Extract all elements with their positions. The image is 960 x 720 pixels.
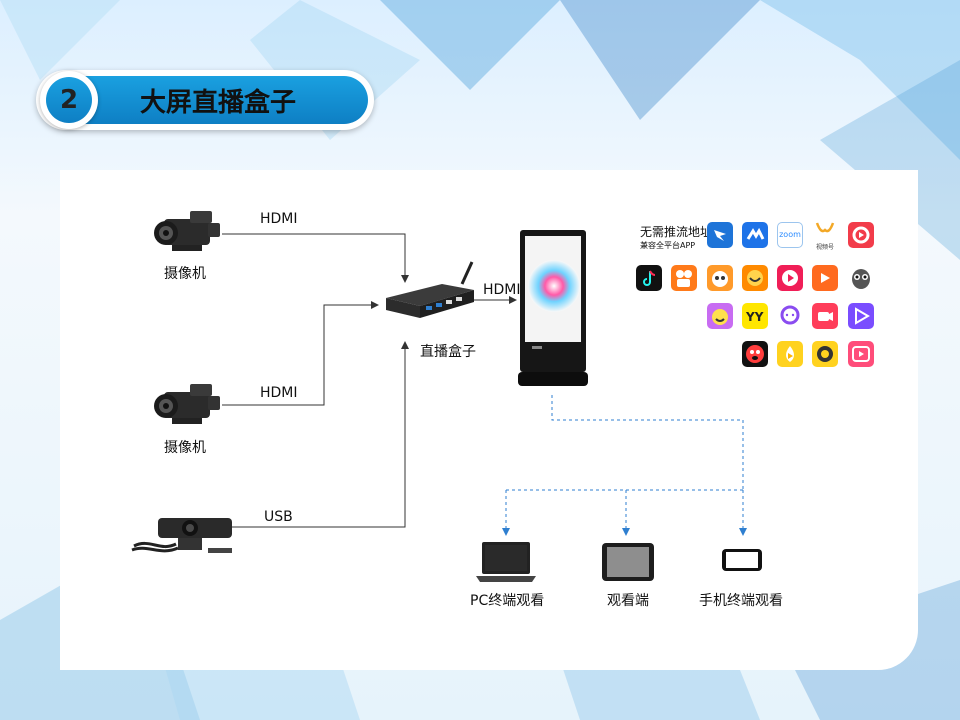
display-kiosk-icon bbox=[518, 230, 588, 386]
title-band bbox=[46, 76, 368, 124]
owl-icon bbox=[848, 265, 874, 291]
link-camera2-box bbox=[222, 301, 379, 406]
kuaishou-live-icon bbox=[848, 222, 874, 248]
link-camera1-box bbox=[222, 233, 409, 283]
push-free-text: 无需推流地址 bbox=[640, 225, 713, 239]
laptop-icon bbox=[476, 542, 536, 582]
page-title: 大屏直播盒子 bbox=[140, 88, 297, 118]
phone-icon bbox=[722, 549, 762, 571]
pc-viewer-label: PC终端观看 bbox=[470, 593, 545, 609]
phone-viewer-label: 手机终端观看 bbox=[699, 593, 783, 609]
svg-text:YY: YY bbox=[745, 310, 764, 324]
chat-bubble-icon bbox=[777, 303, 803, 329]
live-box-icon bbox=[386, 261, 474, 318]
tablet-icon bbox=[602, 543, 654, 581]
dingtalk-icon bbox=[707, 222, 733, 248]
video-account-label: 视频号 bbox=[815, 244, 834, 251]
camera-live-icon bbox=[812, 303, 838, 329]
webcam-icon bbox=[131, 518, 232, 553]
video-play-icon bbox=[777, 265, 803, 291]
content-panel bbox=[60, 170, 918, 670]
section-number: 2 bbox=[59, 85, 79, 115]
camera-2-label: 摄像机 bbox=[164, 440, 206, 456]
link-label-hdmi-1: HDMI bbox=[260, 211, 298, 227]
title-number-disc bbox=[46, 77, 92, 123]
xigua-icon bbox=[812, 265, 838, 291]
link-label-hdmi-out: HDMI bbox=[483, 282, 521, 298]
camera-icon bbox=[154, 384, 220, 424]
link-label-usb: USB bbox=[264, 509, 293, 525]
camera-icon bbox=[154, 211, 220, 251]
link-label-hdmi-2: HDMI bbox=[260, 385, 298, 401]
lens-icon bbox=[812, 341, 838, 367]
meeting-icon bbox=[742, 222, 768, 248]
zoom-icon: zoom bbox=[777, 222, 803, 248]
tv-play-icon bbox=[848, 341, 874, 367]
scream-face-icon bbox=[742, 341, 768, 367]
camera-1-label: 摄像机 bbox=[164, 266, 206, 282]
live-box-label: 直播盒子 bbox=[420, 344, 476, 360]
play-triangle-icon bbox=[848, 303, 874, 329]
link-display-viewers bbox=[551, 395, 744, 490]
yy-icon: YY bbox=[742, 303, 768, 329]
all-platform-text: 兼容全平台APP bbox=[640, 241, 696, 250]
huya-icon bbox=[742, 265, 768, 291]
taobao-live-icon bbox=[707, 265, 733, 291]
face-app-icon bbox=[707, 303, 733, 329]
zoom-label: zoom bbox=[779, 230, 801, 239]
tablet-viewer-label: 观看端 bbox=[607, 593, 649, 609]
kuaishou-icon bbox=[671, 265, 697, 291]
link-webcam-box bbox=[222, 341, 409, 528]
video-account-icon: 视频号 bbox=[812, 220, 838, 251]
douyin-icon bbox=[636, 265, 662, 291]
drop-play-icon bbox=[777, 341, 803, 367]
